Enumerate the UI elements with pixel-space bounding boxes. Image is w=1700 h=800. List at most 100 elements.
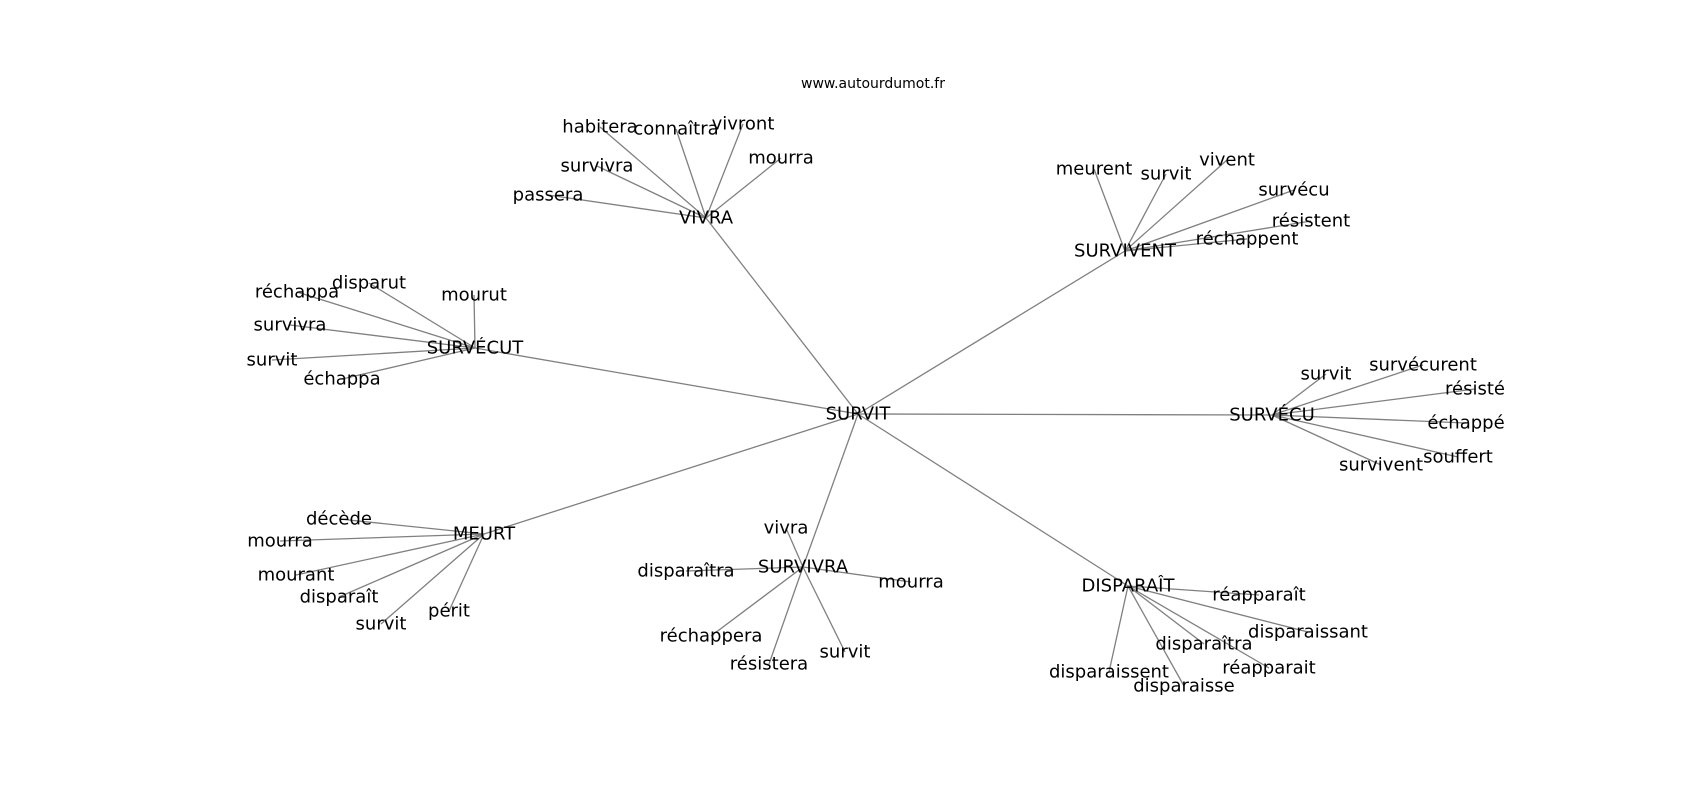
graph-labels: www.autourdumot.fr SURVIT VIVRA passera sur… [247,76,1505,697]
hub-node-vivra: VIVRA [679,208,734,229]
leaf-node-survivra-0: vivra [764,518,809,539]
leaf-node-meurt-5: périt [428,601,470,622]
leaf-node-vivra-5: mourra [748,148,813,169]
leaf-node-survivent-0: meurent [1056,159,1133,180]
hub-node-disparait: DISPARAÎT [1081,575,1175,597]
edge-survecu-1 [1271,364,1424,416]
edge-meurt-3 [338,533,485,598]
edge-disparait-2 [1127,585,1205,645]
edge-survecut-3 [289,324,476,349]
edge-survecu-4 [1271,414,1459,458]
edge-survecu-2 [1271,388,1476,416]
leaf-node-vivra-2: habitera [562,117,637,138]
edge-survivent-5 [1124,238,1248,252]
edge-survecu-3 [1271,414,1467,424]
leaf-node-survivent-3: survécu [1258,180,1329,201]
leaf-node-survecut-3: survivra [254,315,327,336]
graph-edges [271,123,1476,687]
edge-survivra-5 [802,566,846,653]
edge-survivra-3 [710,566,804,637]
edge-meurt-4 [380,533,485,625]
edge-center-vivra [705,217,859,415]
leaf-node-survivent-1: survit [1141,164,1192,185]
edge-meurt-0 [338,518,485,535]
leaf-node-survivra-3: réchappera [660,626,763,647]
leaf-node-disparait-0: réapparaît [1212,585,1305,606]
leaf-node-survecut-5: échappa [303,369,380,390]
edge-center-survecu [857,413,1273,416]
edge-vivra-2 [599,126,707,219]
edge-disparait-3 [1127,585,1270,669]
edge-survivent-0 [1093,168,1126,252]
hub-node-survivra: SURVIVRA [758,557,849,578]
leaf-node-survecut-0: réchappa [255,282,339,303]
edge-center-survivra [802,413,859,568]
leaf-node-disparait-5: disparaisse [1133,676,1235,697]
leaf-node-survivra-5: survit [820,642,871,663]
edge-vivra-1 [596,165,707,219]
leaf-node-disparait-3: réapparait [1222,658,1315,679]
edge-meurt-5 [448,533,485,612]
leaf-node-vivra-0: passera [513,185,584,206]
hub-node-survecu: SURVÉCU [1229,404,1315,426]
leaf-node-survivra-2: mourra [878,572,943,593]
edge-vivra-5 [705,157,782,219]
edge-disparait-0 [1127,585,1260,596]
edge-survivent-3 [1124,189,1295,252]
edge-center-disparait [857,413,1129,587]
edge-survivra-0 [785,527,804,568]
edge-meurt-2 [295,533,485,576]
leaf-node-survivent-5: réchappent [1196,229,1299,250]
leaf-node-meurt-2: mourant [258,565,335,586]
edge-survecut-2 [473,294,476,349]
leaf-node-disparait-2: disparaîtra [1155,634,1252,655]
hub-node-survivent: SURVIVENT [1074,241,1177,262]
leaf-node-survivent-4: résistent [1272,211,1350,232]
hub-node-meurt: MEURT [453,524,516,545]
edge-disparait-4 [1108,585,1129,673]
edge-center-survecut [474,347,859,415]
edge-vivra-4 [705,123,744,219]
leaf-node-survivent-2: vivent [1199,150,1255,171]
leaf-node-survecut-2: mourut [441,285,507,306]
edge-survivra-4 [768,566,804,665]
leaf-node-vivra-3: connaîtra [633,119,718,140]
edge-survecut-0 [296,291,476,349]
edge-survivent-1 [1124,173,1167,252]
leaf-node-survivra-1: disparaîtra [637,561,734,582]
source-watermark: www.autourdumot.fr [801,76,945,92]
leaf-node-survecu-2: résisté [1445,379,1505,400]
edge-disparait-1 [1127,585,1309,633]
edge-survivra-1 [685,566,804,572]
edge-center-survivent [857,250,1126,415]
leaf-node-survivra-4: résistera [730,654,808,675]
edge-survivent-2 [1124,159,1228,252]
edge-survecut-4 [271,347,476,361]
edge-vivra-3 [675,128,707,219]
leaf-node-survecu-0: survit [1301,364,1352,385]
edge-disparait-5 [1127,585,1185,687]
leaf-node-survecu-4: souffert [1423,447,1493,468]
center-node: SURVIT [826,404,892,425]
leaf-node-meurt-4: survit [356,614,407,635]
leaf-node-survecut-1: disparut [332,273,406,294]
leaf-node-disparait-1: disparaissant [1248,622,1368,643]
leaf-node-meurt-3: disparaît [300,587,379,608]
leaf-node-meurt-1: mourra [247,531,312,552]
leaf-node-survecut-4: survit [247,350,298,371]
edge-meurt-1 [279,533,485,542]
edge-survivra-2 [802,566,912,583]
edge-survivent-4 [1124,220,1312,252]
edge-vivra-0 [547,194,707,219]
leaf-node-survecu-1: survécurent [1369,355,1477,376]
edge-survecu-0 [1271,373,1327,416]
hub-node-survecut: SURVÉCUT [427,337,525,359]
leaf-node-survecu-3: échappé [1427,413,1504,434]
edge-center-meurt [483,413,859,535]
leaf-node-vivra-4: vivront [712,114,775,135]
leaf-node-disparait-4: disparaissent [1049,662,1169,683]
leaf-node-vivra-1: survivra [561,156,634,177]
leaf-node-meurt-0: décède [306,509,372,530]
edge-survecu-5 [1271,414,1382,466]
